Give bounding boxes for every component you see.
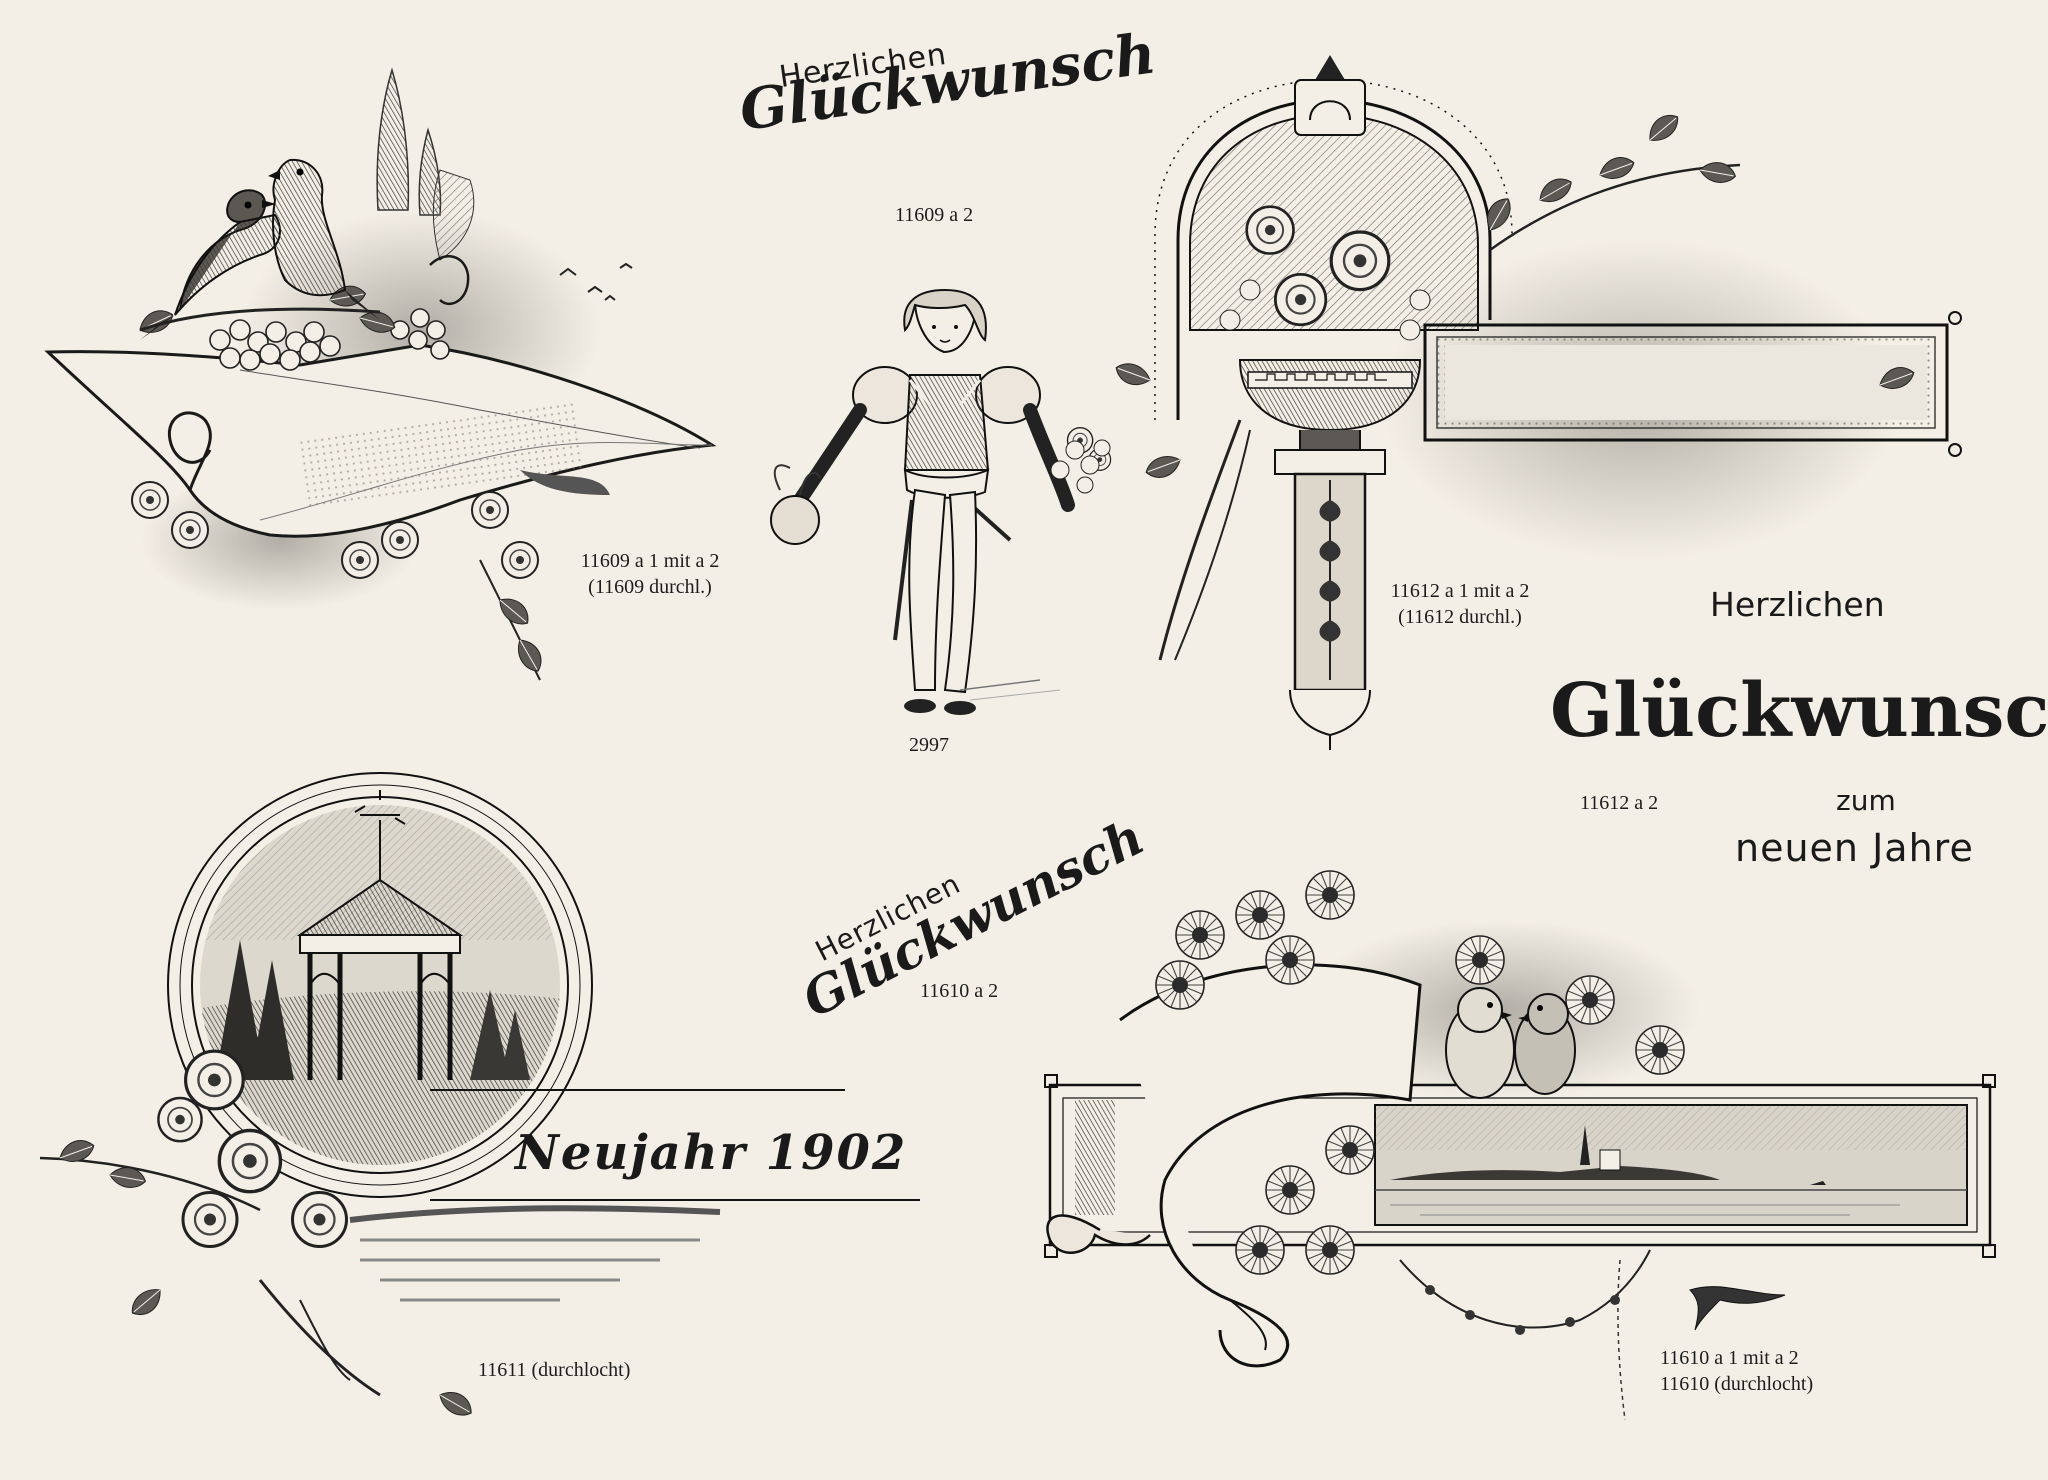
pavilion-code: 11611 (durchlocht) xyxy=(478,1359,631,1381)
flower-vase-code-block: 11612 a 1 mit a 2 (11612 durchl.) xyxy=(1370,578,1550,630)
daisy-lake-vignette xyxy=(1044,870,1996,1421)
birds-scroll-code-line2: (11609 durchl.) xyxy=(588,576,712,598)
daisy-lake-code-line2: 11610 (durchlocht) xyxy=(1660,1373,1814,1395)
pavilion-vignette xyxy=(39,772,920,1422)
child-figure-code: 2997 xyxy=(909,734,949,756)
pavilion-caption: Neujahr 1902 xyxy=(515,1125,908,1181)
middle-heading-code: 11610 a 2 xyxy=(920,980,999,1002)
birds-scroll-vignette xyxy=(44,67,717,681)
right-heading-code: 11612 a 2 xyxy=(1580,792,1659,814)
flower-vase-vignette xyxy=(1112,55,1962,750)
right-heading-line3: zum xyxy=(1836,784,1896,817)
birds-scroll-code-line1: 11609 a 1 mit a 2 xyxy=(580,550,720,572)
daisy-lake-code-line1: 11610 a 1 mit a 2 xyxy=(1660,1347,1799,1369)
child-figure-vignette xyxy=(770,288,1112,715)
daisy-lake-code-block: 11610 a 1 mit a 2 11610 (durchlocht) xyxy=(1660,1345,1813,1397)
birds-scroll-code-block: 11609 a 1 mit a 2 (11609 durchl.) xyxy=(560,548,740,600)
flower-vase-code-line1: 11612 a 1 mit a 2 xyxy=(1390,580,1530,602)
top-heading-code: 11609 a 2 xyxy=(895,204,974,226)
right-heading-line4: neuen Jahre xyxy=(1735,826,1974,870)
right-heading-large: Glückwunsch xyxy=(1550,668,2048,754)
right-heading-small: Herzlichen xyxy=(1710,585,1885,624)
flower-vase-code-line2: (11612 durchl.) xyxy=(1398,606,1522,628)
